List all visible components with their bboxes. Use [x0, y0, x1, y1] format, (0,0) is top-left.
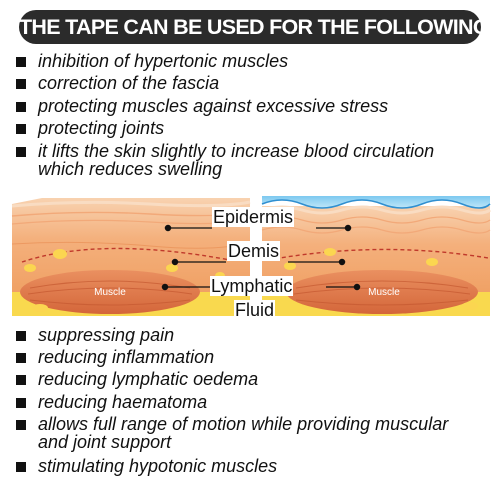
square-bullet-icon [16, 375, 26, 386]
uses-list-top: inhibition of hypertonic muscles correct… [14, 52, 434, 182]
square-bullet-icon [16, 397, 26, 408]
list-item: reducing lymphatic oedema [14, 370, 448, 388]
muscle-label-right: Muscle [368, 287, 400, 298]
square-bullet-icon [16, 79, 26, 90]
square-bullet-icon [16, 124, 26, 135]
square-bullet-icon [16, 146, 26, 157]
muscle-label-left: Muscle [94, 287, 126, 298]
square-bullet-icon [16, 353, 26, 364]
epidermis-label: Epidermis [212, 207, 295, 227]
header-title: THE TAPE CAN BE USED FOR THE FOLLOWING [19, 15, 490, 39]
square-bullet-icon [16, 461, 26, 472]
list-item: protecting joints [14, 119, 434, 137]
list-item-continuation: which reduces swelling [38, 158, 223, 179]
list-item-continuation: and joint support [38, 431, 172, 452]
list-item: allows full range of motion while provid… [14, 415, 448, 433]
demis-label: Demis [227, 241, 281, 261]
pointer-lines [161, 224, 361, 291]
square-bullet-icon [16, 101, 26, 112]
skin-right-block [261, 196, 491, 316]
list-item: it lifts the skin slightly to increase b… [14, 142, 434, 160]
header-banner: THE TAPE CAN BE USED FOR THE FOLLOWING [19, 10, 490, 44]
uses-list-bottom: suppressing pain reducing inflammation r… [14, 326, 448, 479]
lymphatic-label: Lymphatic [210, 276, 294, 296]
list-item: suppressing pain [14, 326, 448, 344]
list-item: correction of the fascia [14, 74, 434, 92]
list-item: inhibition of hypertonic muscles [14, 52, 434, 70]
list-item: reducing haematoma [14, 393, 448, 411]
list-item: reducing inflammation [14, 348, 448, 366]
list-item: protecting muscles against excessive str… [14, 97, 434, 115]
skin-cross-section: Muscle Muscle [11, 196, 491, 316]
square-bullet-icon [16, 331, 26, 341]
fluid-label: Fluid [234, 300, 276, 320]
list-item: stimulating hypotonic muscles [14, 457, 448, 475]
square-bullet-icon [16, 57, 26, 67]
skin-tape-diagram: Muscle Muscle Epidermis Demis Lymphatic … [0, 196, 500, 328]
square-bullet-icon [16, 419, 26, 430]
